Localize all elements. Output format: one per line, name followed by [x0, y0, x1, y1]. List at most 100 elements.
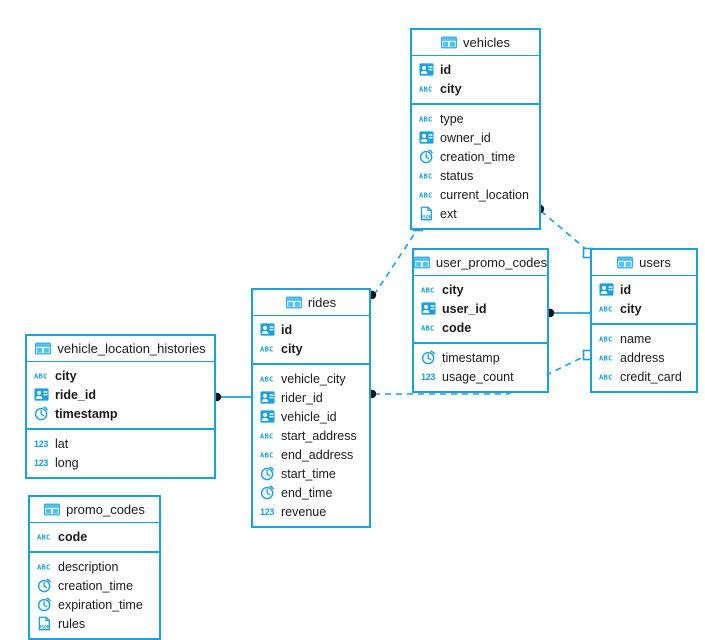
- column-row[interactable]: expiration_time: [30, 595, 159, 614]
- column-row[interactable]: ride_id: [27, 385, 214, 404]
- svg-text:ABC: ABC: [260, 450, 273, 459]
- table-header[interactable]: vehicle_location_histories: [27, 336, 214, 362]
- column-row[interactable]: ABC vehicle_city: [253, 369, 369, 388]
- column-name: id: [440, 62, 452, 77]
- column-name: vehicle_city: [281, 371, 346, 386]
- svg-text:ABC: ABC: [419, 114, 432, 123]
- column-row[interactable]: rider_id: [253, 388, 369, 407]
- column-row[interactable]: ABC address: [592, 348, 696, 367]
- column-name: timestamp: [55, 406, 118, 421]
- column-name: ride_id: [55, 387, 96, 402]
- column-name: city: [442, 282, 464, 297]
- column-name: rider_id: [281, 390, 323, 405]
- column-name: revenue: [281, 504, 327, 519]
- column-row[interactable]: id: [253, 320, 369, 339]
- id-card-icon: [260, 390, 275, 405]
- svg-text:ABC: ABC: [419, 84, 432, 93]
- column-name: code: [442, 320, 472, 335]
- column-row[interactable]: user_id: [414, 299, 547, 318]
- column-row[interactable]: ABC city: [27, 366, 214, 385]
- abc-string-icon: ABC: [34, 368, 49, 383]
- 123-number-icon: 123: [260, 506, 275, 517]
- 123-number-icon: 123: [421, 371, 436, 382]
- svg-text:ABC: ABC: [599, 372, 612, 381]
- table-header[interactable]: user_promo_codes: [413, 250, 547, 276]
- table-header[interactable]: vehicles: [412, 30, 539, 56]
- column-row[interactable]: JSON rules: [30, 614, 159, 633]
- column-name: start_time: [281, 466, 336, 481]
- 123-number-icon: 123: [34, 457, 49, 468]
- column-row[interactable]: end_time: [253, 483, 369, 502]
- column-name: rules: [58, 616, 86, 631]
- column-name: name: [620, 331, 652, 346]
- column-row[interactable]: owner_id: [412, 128, 539, 147]
- column-row[interactable]: id: [412, 60, 539, 79]
- abc-string-icon: ABC: [419, 111, 434, 126]
- svg-text:ABC: ABC: [419, 171, 432, 180]
- table-header[interactable]: rides: [253, 290, 369, 316]
- abc-string-icon: ABC: [421, 282, 436, 297]
- column-row[interactable]: timestamp: [414, 348, 547, 367]
- svg-text:ABC: ABC: [260, 431, 273, 440]
- edge-user-promo-codes-to-users: [545, 308, 590, 318]
- svg-text:ABC: ABC: [599, 353, 612, 362]
- id-card-icon: [34, 387, 49, 402]
- table-header[interactable]: users: [592, 250, 696, 276]
- json-document-icon: JSON: [37, 616, 52, 631]
- column-row[interactable]: vehicle_id: [253, 407, 369, 426]
- svg-text:ABC: ABC: [37, 532, 50, 541]
- column-row[interactable]: creation_time: [412, 147, 539, 166]
- column-row[interactable]: 123 revenue: [253, 502, 369, 521]
- column-name: city: [55, 368, 77, 383]
- column-row[interactable]: timestamp: [27, 404, 214, 423]
- column-name: address: [620, 350, 665, 365]
- table-grid-icon: [35, 342, 52, 355]
- column-row[interactable]: start_time: [253, 464, 369, 483]
- abc-string-icon: ABC: [260, 447, 275, 462]
- svg-text:ABC: ABC: [34, 371, 47, 380]
- column-name: creation_time: [58, 578, 134, 593]
- table-header[interactable]: promo_codes: [30, 497, 159, 523]
- svg-text:ABC: ABC: [260, 374, 273, 383]
- column-name: ext: [440, 206, 457, 221]
- abc-string-icon: ABC: [37, 559, 52, 574]
- table-title: users: [639, 255, 671, 270]
- column-row[interactable]: creation_time: [30, 576, 159, 595]
- table-grid-icon: [286, 296, 302, 309]
- abc-string-icon: ABC: [599, 301, 614, 316]
- column-row[interactable]: ABC city: [414, 280, 547, 299]
- abc-string-icon: ABC: [599, 369, 614, 384]
- table-grid-icon: [617, 256, 633, 269]
- column-name: id: [281, 322, 293, 337]
- column-row[interactable]: id: [592, 280, 696, 299]
- svg-text:JSON: JSON: [38, 625, 50, 631]
- clock-icon: [421, 350, 436, 365]
- column-name: end_time: [281, 485, 333, 500]
